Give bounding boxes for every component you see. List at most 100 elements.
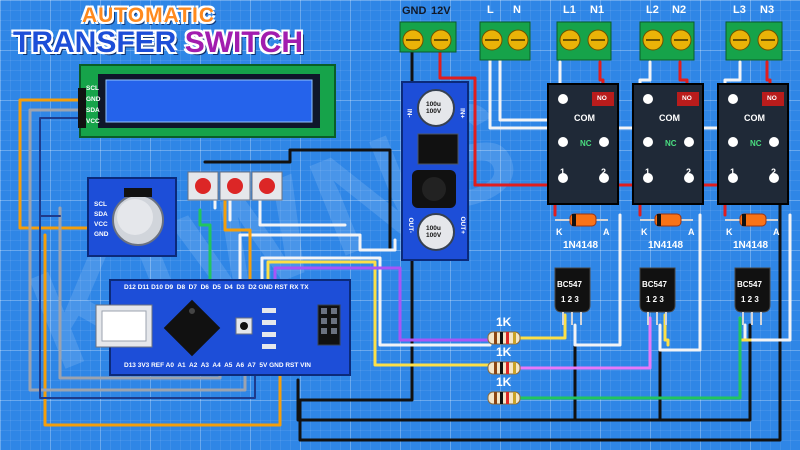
terminal-label-l3: L3	[733, 4, 746, 16]
wire-orange-2	[223, 193, 252, 287]
relay-2-coil2: 2	[686, 167, 692, 177]
terminal-label-gnd: GND	[402, 5, 427, 17]
terminal-label-l1: L1	[563, 4, 576, 16]
transistor-2-label: BC547	[642, 280, 667, 289]
relay-1-coil2: 2	[601, 167, 607, 177]
wire-yellow-2	[518, 313, 567, 340]
transistor-3	[734, 267, 771, 325]
lcd-pin-scl: SCL	[86, 85, 99, 92]
resistor-2-label: 1K	[496, 345, 512, 359]
relays	[547, 83, 789, 205]
diode-3-k: K	[726, 227, 733, 237]
title-line-2: TRANSFER SWITCH	[13, 26, 303, 60]
relay-3	[717, 83, 789, 205]
relay-2-nc: NC	[665, 139, 677, 148]
rtc-pin-sda: SDA	[94, 211, 108, 218]
wire-gnd-emitters	[573, 323, 752, 422]
terminal-label-12v: 12V	[431, 5, 451, 17]
relay-2	[632, 83, 704, 205]
resistor-1	[487, 331, 521, 345]
arduino-nano	[95, 279, 351, 376]
lcd-module	[78, 64, 336, 138]
diode-1	[555, 213, 608, 227]
relay-3-com: COM	[744, 113, 765, 123]
nano-top-pin-row: D12 D11 D10 D9 D8 D7 D6 D5 D4 D3 D2 GND …	[124, 284, 309, 291]
wire-yellow-3	[663, 313, 670, 347]
wire-gnd-switches	[203, 148, 392, 250]
diode-1-a: A	[603, 227, 610, 237]
terminal-label-n2: N2	[672, 4, 687, 16]
converter-in-minus: IN-	[405, 108, 413, 118]
relay-1	[547, 83, 619, 205]
wire-white-nano	[260, 256, 492, 347]
terminal-load-3	[725, 21, 783, 61]
diodes	[555, 213, 778, 227]
terminal-label-n1: N1	[590, 4, 605, 16]
relay-3-coil1: 1	[730, 167, 736, 177]
resistor-3-label: 1K	[496, 375, 512, 389]
terminal-mains	[479, 21, 531, 61]
wire-purple	[273, 266, 492, 342]
title-transfer: TRANSFER	[13, 26, 177, 59]
title-switch: SWITCH	[184, 26, 304, 59]
diode-3-a: A	[773, 227, 780, 237]
wire-green-2	[518, 316, 742, 400]
lcd-pin-sda: SDA	[86, 107, 100, 114]
transistor-2-pins: 1 2 3	[646, 295, 664, 304]
transistor-3-label: BC547	[737, 280, 762, 289]
converter-out-plus: OUT+	[459, 216, 467, 235]
transistor-3-pins: 1 2 3	[741, 295, 759, 304]
nano-bottom-pin-row: D13 3V3 REF A0 A1 A2 A3 A4 A5 A6 A7 5V G…	[124, 362, 311, 369]
transistors	[554, 267, 771, 325]
dc-converter	[401, 81, 469, 261]
converter-cap-top-label: 100u 100V	[426, 101, 442, 116]
diode-1-label: 1N4148	[563, 240, 599, 251]
rtc-pin-scl: SCL	[94, 201, 107, 208]
terminal-blocks	[399, 21, 783, 61]
title-line-1: AUTOMATIC	[82, 4, 216, 27]
terminal-label-l2: L2	[646, 4, 659, 16]
lcd-pin-vcc: VCC	[86, 118, 100, 125]
terminal-label-n3: N3	[760, 4, 775, 16]
relay-3-coil2: 2	[771, 167, 777, 177]
wire-green-1	[198, 208, 212, 292]
wire-gnd-main	[298, 50, 782, 442]
relay-1-coil1: 1	[560, 167, 566, 177]
converter-cap-bottom-label: 100u 100V	[426, 225, 442, 240]
diode-3-label: 1N4148	[733, 240, 769, 251]
terminal-load-1	[556, 21, 612, 61]
resistor-3	[487, 391, 521, 405]
wire-yellow-1	[266, 260, 492, 367]
diode-1-k: K	[556, 227, 563, 237]
rtc-pin-vcc: VCC	[94, 221, 108, 228]
wire-white-trans	[573, 213, 792, 352]
terminal-power	[399, 21, 457, 53]
relay-1-nc: NC	[580, 139, 592, 148]
wire-gray-lcd	[28, 108, 247, 392]
wire-blue-lcd	[39, 117, 256, 399]
wire-orange	[18, 98, 282, 427]
terminal-label-n: N	[513, 4, 521, 16]
relay-3-nc: NC	[750, 139, 762, 148]
relay-1-com: COM	[574, 113, 595, 123]
diode-3	[725, 213, 778, 227]
transistor-1	[554, 267, 591, 325]
diode-2-a: A	[688, 227, 695, 237]
lcd-pin-gnd: GND	[86, 96, 101, 103]
terminal-label-l: L	[487, 4, 494, 16]
relay-2-no: NO	[682, 95, 692, 102]
diode-2-label: 1N4148	[648, 240, 684, 251]
converter-in-plus: IN+	[458, 108, 466, 119]
transistor-1-pins: 1 2 3	[561, 295, 579, 304]
rtc-pin-gnd: GND	[94, 231, 109, 238]
push-buttons	[187, 171, 283, 201]
diode-2	[640, 213, 693, 227]
resistor-1-label: 1K	[496, 315, 512, 329]
wire-gnd-nano	[296, 378, 577, 422]
rtc-module	[87, 177, 177, 257]
wire-white-ctrl	[238, 233, 397, 282]
resistors	[487, 331, 521, 405]
resistor-2	[487, 361, 521, 375]
